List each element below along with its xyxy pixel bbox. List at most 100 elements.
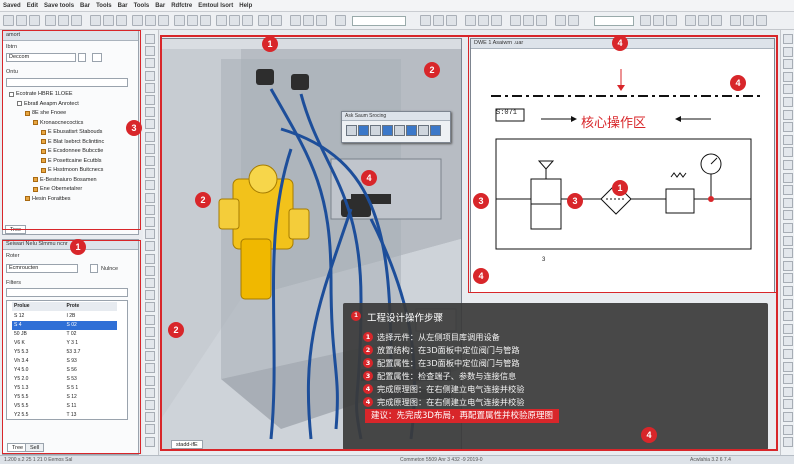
tool-icon[interactable] [145, 302, 155, 313]
tool-icon[interactable] [783, 59, 793, 70]
toolbar-button-icon[interactable] [640, 15, 651, 26]
tool-icon[interactable] [783, 361, 793, 372]
toolbar-select-2[interactable] [594, 16, 634, 26]
filter-dropdown[interactable]: Deccom [6, 53, 76, 62]
tool-icon[interactable] [783, 260, 793, 271]
toolbar-button-icon[interactable] [90, 15, 101, 26]
tool-icon[interactable] [145, 339, 155, 349]
tool-icon[interactable] [145, 375, 155, 386]
tool-icon[interactable] [145, 217, 155, 227]
tool-icon[interactable] [783, 437, 793, 448]
tool-icon[interactable] [783, 84, 793, 95]
toolbar-button-icon[interactable] [242, 15, 253, 26]
tool-icon[interactable] [145, 58, 155, 69]
toolbar-button-icon[interactable] [3, 15, 14, 26]
toolbar-button-icon[interactable] [290, 15, 301, 26]
toolbar-button-icon[interactable] [685, 15, 696, 26]
search-input[interactable] [6, 78, 128, 87]
tool-icon[interactable] [145, 265, 155, 276]
search-input[interactable] [6, 288, 128, 297]
view-tool-icon[interactable] [382, 125, 393, 136]
tool-icon[interactable] [783, 349, 793, 359]
tool-icon[interactable] [145, 412, 155, 423]
tool-icon[interactable] [783, 34, 793, 44]
tool-icon[interactable] [145, 400, 155, 410]
view-popup[interactable]: Ask Saum Srocing [341, 111, 451, 143]
tool-icon[interactable] [783, 298, 793, 309]
tool-icon[interactable] [145, 168, 155, 179]
tool-icon[interactable] [783, 286, 793, 296]
tool-icon[interactable] [145, 387, 155, 398]
tree-item[interactable]: E Ebusatisrt Stabouds [41, 129, 102, 135]
menu-item[interactable]: Bar [117, 2, 128, 9]
toolbar-button-icon[interactable] [200, 15, 211, 26]
tool-icon[interactable] [783, 412, 793, 422]
filter-button[interactable] [92, 53, 102, 62]
toolbar-button-icon[interactable] [756, 15, 767, 26]
tab-3d-view[interactable]: stadd-ifE [171, 440, 203, 449]
toolbar-button-icon[interactable] [158, 15, 169, 26]
toolbar-button-icon[interactable] [335, 15, 346, 26]
tree-item[interactable]: E Posettcaine Ecutbls [41, 158, 102, 164]
tool-icon[interactable] [783, 46, 793, 57]
tool-icon[interactable] [145, 424, 155, 435]
tool-icon[interactable] [783, 185, 793, 196]
tool-icon[interactable] [783, 134, 793, 145]
tool-icon[interactable] [783, 374, 793, 385]
tool-icon[interactable] [145, 326, 155, 337]
menu-item[interactable]: Bar [80, 2, 91, 9]
tool-icon[interactable] [783, 424, 793, 435]
tree-item[interactable]: E Blat Isebrct Bclinttinc [41, 139, 104, 145]
tool-icon[interactable] [145, 95, 155, 105]
view-tool-icon[interactable] [346, 125, 357, 136]
toolbar-button-icon[interactable] [711, 15, 722, 26]
tool-icon[interactable] [145, 290, 155, 301]
toolbar-button-icon[interactable] [536, 15, 547, 26]
tool-icon[interactable] [783, 147, 793, 158]
toolbar-button-icon[interactable] [132, 15, 143, 26]
tree-item[interactable]: Ene Obernetalrer [33, 186, 82, 192]
tree-item[interactable]: Kronaocnecoctics [33, 120, 83, 126]
tool-icon[interactable] [783, 109, 793, 120]
toolbar-button-icon[interactable] [16, 15, 27, 26]
view-tool-icon[interactable] [394, 125, 405, 136]
tree-item[interactable]: Hesin Foraitbes [25, 196, 71, 202]
toolbar-button-icon[interactable] [187, 15, 198, 26]
menu-item[interactable]: Help [239, 2, 253, 9]
tool-icon[interactable] [783, 210, 793, 221]
tool-icon[interactable] [145, 82, 155, 93]
toolbar-button-icon[interactable] [465, 15, 476, 26]
tool-icon[interactable] [145, 119, 155, 130]
category-dropdown[interactable]: Ecmroucten [6, 264, 78, 273]
toolbar-button-icon[interactable] [420, 15, 431, 26]
tool-icon[interactable] [783, 223, 793, 233]
menu-item[interactable]: Saved [3, 2, 21, 9]
toolbar-button-icon[interactable] [478, 15, 489, 26]
tool-icon[interactable] [145, 363, 155, 374]
tool-icon[interactable] [145, 107, 155, 118]
toolbar-button-icon[interactable] [29, 15, 40, 26]
tool-icon[interactable] [783, 235, 793, 246]
tool-icon[interactable] [145, 34, 155, 44]
toolbar-button-icon[interactable] [271, 15, 282, 26]
menu-item[interactable]: Tools [133, 2, 150, 9]
tool-icon[interactable] [783, 172, 793, 183]
toolbar-button-icon[interactable] [568, 15, 579, 26]
tree-item[interactable]: Ebratl Aeapm Anrotect [17, 101, 79, 107]
tool-icon[interactable] [783, 71, 793, 82]
toolbar-button-icon[interactable] [698, 15, 709, 26]
chevron-down-icon[interactable] [78, 53, 86, 62]
tool-icon[interactable] [145, 143, 155, 154]
toolbar-button-icon[interactable] [653, 15, 664, 26]
toolbar-select[interactable] [352, 16, 406, 26]
toolbar-button-icon[interactable] [58, 15, 69, 26]
tool-icon[interactable] [783, 311, 793, 322]
tool-icon[interactable] [145, 314, 155, 325]
tree-item[interactable]: Ecotrate HBRE 1LOEE [9, 91, 73, 97]
menu-item[interactable]: Bar [155, 2, 166, 9]
